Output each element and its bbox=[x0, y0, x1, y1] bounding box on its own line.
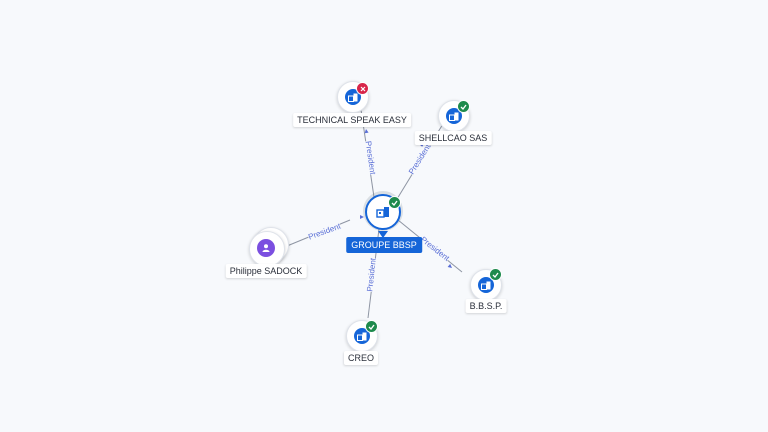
building-icon bbox=[446, 108, 462, 124]
edge-label: President bbox=[307, 221, 343, 241]
node-label[interactable]: B.B.S.P. bbox=[465, 299, 507, 313]
closed-status-badge bbox=[356, 82, 369, 95]
building-icon bbox=[478, 277, 494, 293]
active-status-badge bbox=[489, 268, 502, 281]
active-status-badge bbox=[457, 100, 470, 113]
node-label[interactable]: SHELLCAO SAS bbox=[414, 131, 492, 145]
person-icon bbox=[257, 239, 275, 257]
edge-arrow bbox=[364, 129, 369, 134]
center-node-circle[interactable] bbox=[365, 194, 401, 230]
edge-arrow bbox=[447, 263, 452, 268]
node-label[interactable]: Philippe SADOCK bbox=[225, 264, 307, 278]
node-label[interactable]: TECHNICAL SPEAK EASY bbox=[293, 113, 411, 127]
edge-label-group: President bbox=[363, 140, 378, 176]
edge-arrow bbox=[360, 215, 364, 219]
building-icon bbox=[354, 328, 370, 344]
edge-label: President bbox=[364, 140, 378, 175]
edge-label-group: President bbox=[406, 142, 433, 177]
edge-label: President bbox=[365, 257, 378, 292]
active-status-badge bbox=[388, 196, 401, 209]
edge-label-group: President bbox=[418, 234, 452, 263]
edge-label-group: President bbox=[365, 257, 378, 293]
edge-label-group: President bbox=[306, 221, 343, 242]
building-icon bbox=[376, 205, 390, 223]
center-pointer bbox=[378, 226, 388, 238]
node-label[interactable]: CREO bbox=[343, 351, 379, 365]
active-status-badge bbox=[365, 320, 378, 333]
center-node-label[interactable]: GROUPE BBSP bbox=[346, 237, 422, 253]
edge-label: President bbox=[407, 142, 433, 176]
edge-label: President bbox=[419, 235, 452, 263]
